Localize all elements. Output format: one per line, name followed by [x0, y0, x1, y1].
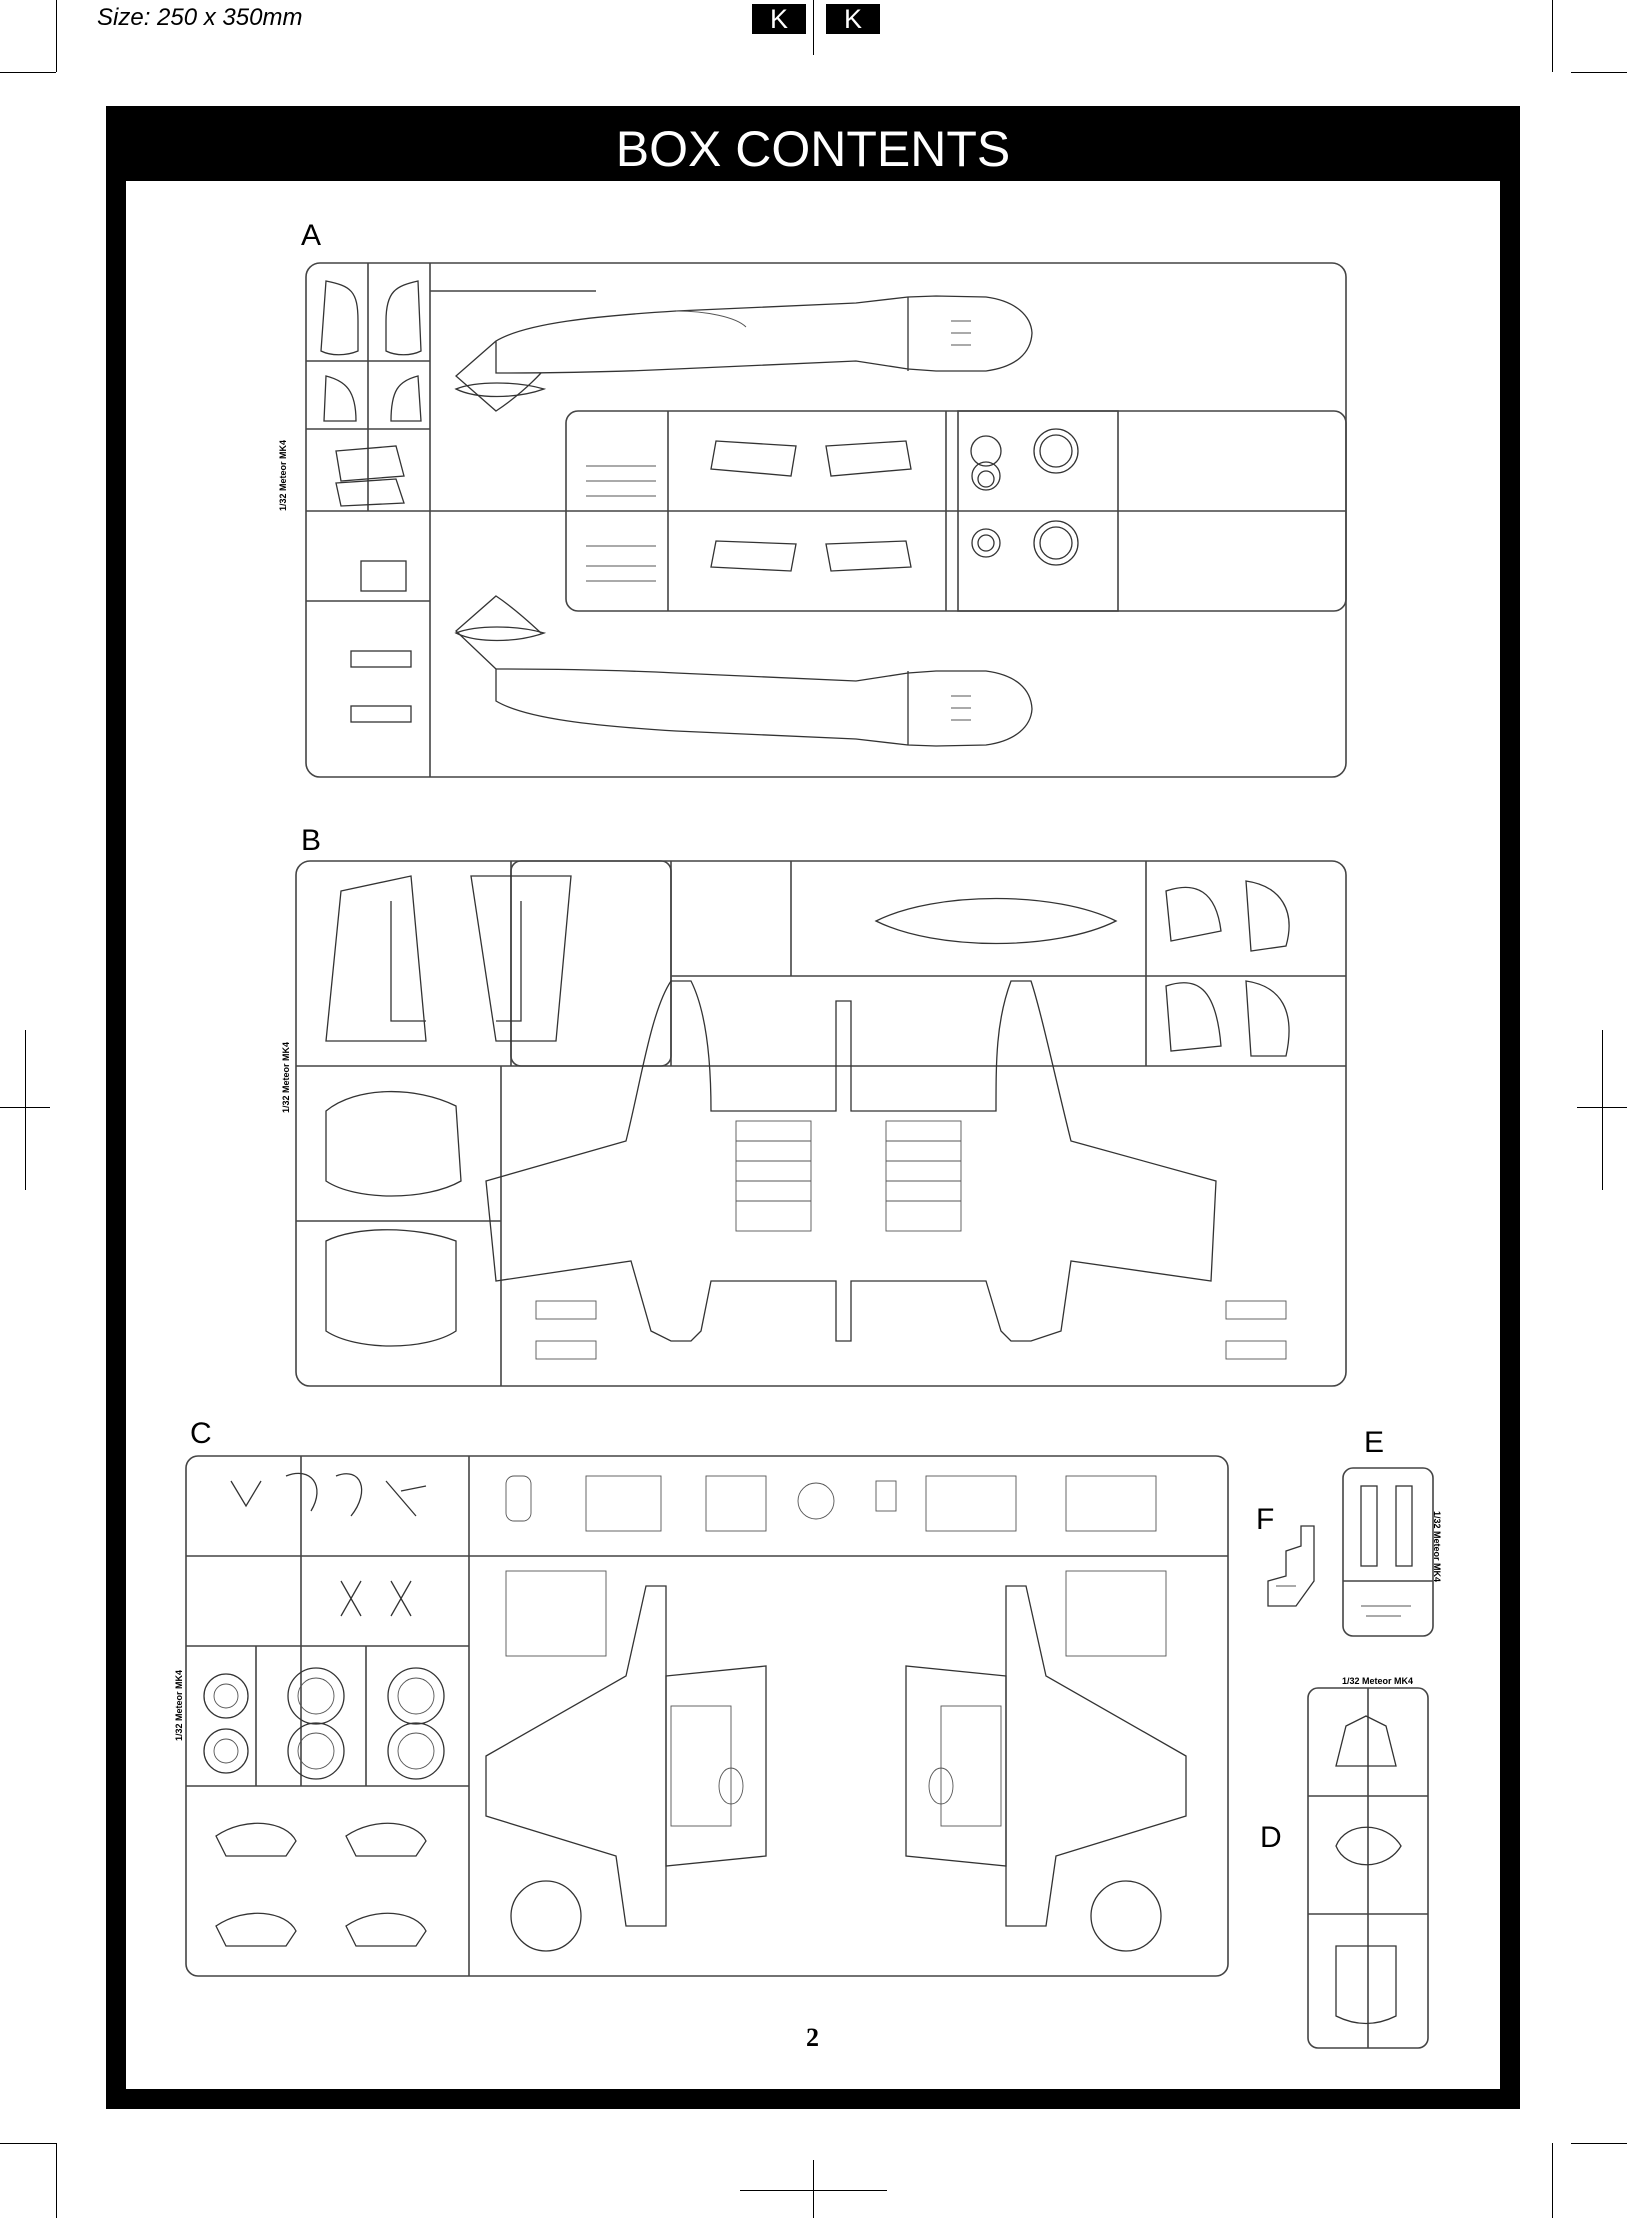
- sprue-label-b: B: [301, 824, 322, 857]
- sprue-marking-d: 1/32 Meteor MK4: [1342, 1676, 1414, 1686]
- sprue-label-a: A: [301, 219, 322, 252]
- crop-mark: [25, 1030, 26, 1190]
- sprue-marking-e: 1/32 Meteor MK4: [1432, 1511, 1442, 1583]
- crop-mark: [813, 0, 814, 55]
- sprue-d: [1307, 1687, 1429, 2049]
- k-badge: K: [752, 4, 806, 34]
- sprue-marking-c: 1/32 Meteor MK4: [174, 1669, 184, 1741]
- crop-mark: [1571, 2143, 1627, 2144]
- crop-mark: [0, 72, 56, 73]
- sprue-label-e: E: [1364, 1426, 1385, 1459]
- crop-mark: [1552, 2143, 1553, 2218]
- sprue-f: [1267, 1525, 1315, 1607]
- page-number: 2: [806, 2023, 819, 2052]
- sprue-label-c: C: [190, 1417, 212, 1450]
- crop-mark: [813, 2160, 814, 2218]
- crop-mark: [0, 2143, 56, 2144]
- sprue-b: [295, 860, 1347, 1387]
- crop-mark: [56, 0, 57, 72]
- crop-mark: [1552, 0, 1553, 72]
- page-title: BOX CONTENTS: [615, 121, 1011, 177]
- sprue-e: [1342, 1467, 1434, 1637]
- sprue-label-f: F: [1256, 1503, 1275, 1536]
- sprue-marking-b: 1/32 Meteor MK4: [281, 1041, 291, 1113]
- content-area: A: [126, 181, 1500, 2089]
- sprue-label-d: D: [1260, 1821, 1282, 1854]
- k-badge: K: [826, 4, 880, 34]
- sprue-c: [185, 1455, 1229, 1977]
- crop-mark: [56, 2143, 57, 2218]
- box-contents-frame: BOX CONTENTS A: [106, 106, 1520, 2109]
- crop-mark: [1571, 72, 1627, 73]
- sprue-a: [305, 262, 1347, 778]
- crop-mark: [1602, 1030, 1603, 1190]
- size-label: Size: 250 x 350mm: [97, 4, 303, 31]
- sprue-marking-a: 1/32 Meteor MK4: [278, 439, 288, 511]
